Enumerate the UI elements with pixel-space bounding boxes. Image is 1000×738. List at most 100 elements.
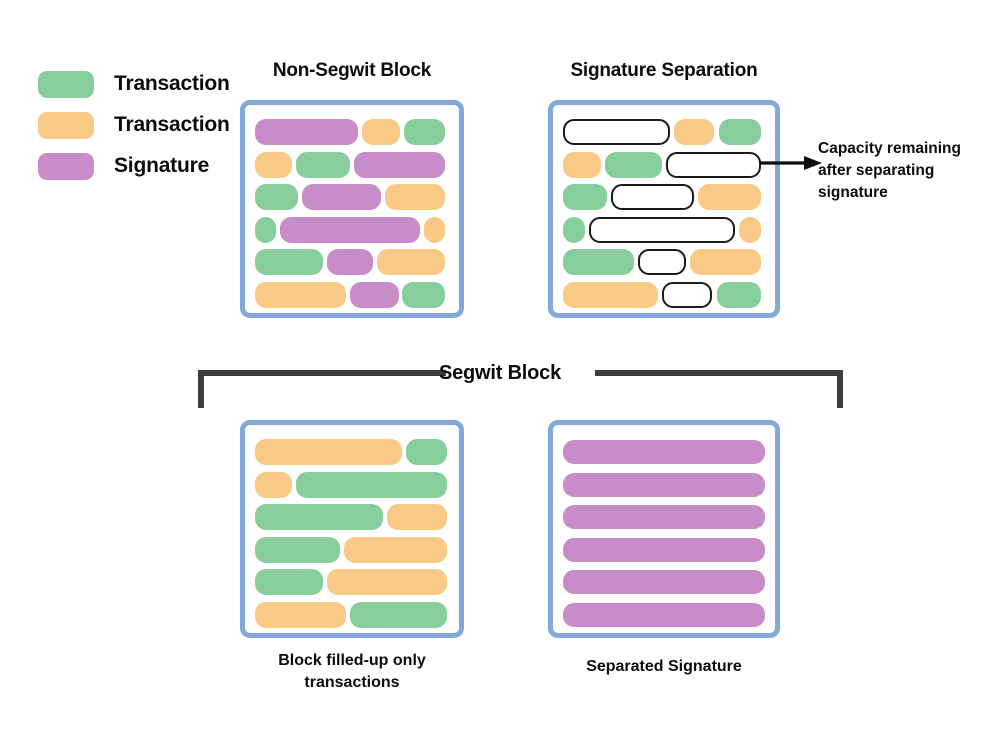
block-row — [563, 440, 765, 464]
segwit-block-label: Segwit Block — [438, 362, 562, 384]
block-row — [255, 504, 449, 530]
block-slot-transaction-orange — [690, 249, 761, 275]
block-slot-transaction-green — [255, 569, 323, 595]
separated-signature-rows — [563, 437, 765, 627]
non-segwit-block-rows — [255, 117, 449, 308]
signature-separation-title: Signature Separation — [570, 60, 758, 81]
block-slot-transaction-orange — [738, 216, 761, 243]
block-slot-transaction-green — [563, 216, 586, 243]
block-slot-signature — [301, 184, 382, 210]
capacity-remaining-note: Capacity remaining after separating sign… — [818, 140, 961, 201]
block-row — [255, 569, 449, 595]
block-slot-transaction-orange — [326, 569, 448, 595]
block-slot-empty — [665, 151, 761, 178]
block-slot-transaction-green — [605, 151, 662, 178]
block-row — [563, 184, 765, 210]
non-segwit-block-title: Non-Segwit Block — [272, 60, 432, 81]
separated-signature-block — [548, 420, 780, 638]
block-slot-transaction-green — [563, 184, 608, 210]
segwit-filled-block-caption: Block filled-up only transactions — [278, 652, 426, 691]
block-slot-signature — [255, 119, 358, 145]
block-slot-transaction-orange — [255, 439, 403, 465]
block-row — [255, 536, 449, 563]
block-row — [563, 119, 765, 145]
block-slot-transaction-green — [563, 249, 634, 275]
legend-item: Transaction — [38, 109, 230, 141]
block-row — [563, 281, 765, 308]
legend-item: Signature — [38, 150, 230, 182]
block-row — [255, 151, 449, 178]
block-slot-transaction-orange — [698, 184, 761, 210]
block-slot-signature — [563, 505, 765, 529]
block-row — [255, 601, 449, 628]
block-slot-transaction-orange — [344, 536, 448, 563]
block-row — [563, 537, 765, 562]
block-slot-transaction-orange — [674, 119, 715, 145]
block-row — [563, 249, 765, 275]
block-slot-transaction-green — [716, 281, 761, 308]
block-slot-transaction-orange — [563, 151, 602, 178]
block-slot-transaction-green — [402, 281, 446, 308]
legend-swatch-transaction-orange — [38, 111, 94, 139]
block-slot-transaction-orange — [386, 504, 448, 530]
block-row — [563, 216, 765, 243]
block-slot-transaction-orange — [255, 601, 347, 628]
block-row — [563, 505, 765, 529]
legend-item-label: Transaction — [114, 113, 230, 136]
block-slot-signature — [280, 216, 420, 243]
block-slot-signature — [353, 151, 446, 178]
legend-swatch-transaction-green — [38, 70, 94, 98]
block-slot-empty — [563, 119, 671, 145]
block-slot-transaction-green — [295, 151, 351, 178]
block-slot-transaction-orange — [255, 151, 292, 178]
block-slot-signature — [563, 440, 765, 464]
block-slot-transaction-orange — [361, 119, 401, 145]
legend-item-label: Transaction — [114, 72, 230, 95]
capacity-arrow-icon — [760, 156, 822, 170]
block-row — [255, 216, 449, 243]
block-row — [255, 184, 449, 210]
legend-item: Transaction — [38, 68, 230, 100]
block-row — [255, 119, 449, 145]
block-slot-signature — [563, 570, 765, 594]
block-slot-empty — [589, 216, 735, 243]
block-slot-signature — [326, 249, 374, 275]
block-slot-transaction-orange — [255, 471, 292, 498]
block-slot-signature — [350, 281, 399, 308]
block-slot-transaction-green — [404, 119, 446, 145]
signature-separation-block — [548, 100, 780, 318]
block-slot-transaction-green — [255, 249, 323, 275]
block-slot-transaction-orange — [384, 184, 446, 210]
block-slot-empty — [661, 281, 713, 308]
legend-item-label: Signature — [114, 154, 210, 177]
block-slot-transaction-green — [295, 471, 448, 498]
block-row — [255, 281, 449, 308]
block-slot-transaction-green — [350, 601, 448, 628]
separated-signature-block-caption: Separated Signature — [586, 658, 742, 675]
block-slot-transaction-green — [406, 439, 448, 465]
block-slot-transaction-orange — [423, 216, 446, 243]
block-slot-transaction-green — [255, 504, 384, 530]
block-slot-transaction-green — [255, 216, 277, 243]
block-slot-transaction-orange — [255, 281, 347, 308]
block-row — [255, 439, 449, 465]
block-slot-transaction-green — [718, 119, 761, 145]
block-row — [563, 472, 765, 497]
block-row — [563, 602, 765, 627]
block-slot-transaction-green — [255, 536, 341, 563]
segwit-filled-block — [240, 420, 464, 638]
block-slot-transaction-green — [255, 184, 298, 210]
block-row — [563, 570, 765, 594]
block-slot-signature — [563, 472, 765, 497]
block-slot-signature — [563, 602, 765, 627]
non-segwit-block — [240, 100, 464, 318]
signature-separation-rows — [563, 117, 765, 308]
block-row — [255, 471, 449, 498]
segwit-bracket — [198, 370, 843, 408]
segwit-filled-rows — [255, 437, 449, 628]
block-row — [563, 151, 765, 178]
block-slot-transaction-orange — [377, 249, 446, 275]
block-slot-signature — [563, 537, 765, 562]
block-row — [255, 249, 449, 275]
